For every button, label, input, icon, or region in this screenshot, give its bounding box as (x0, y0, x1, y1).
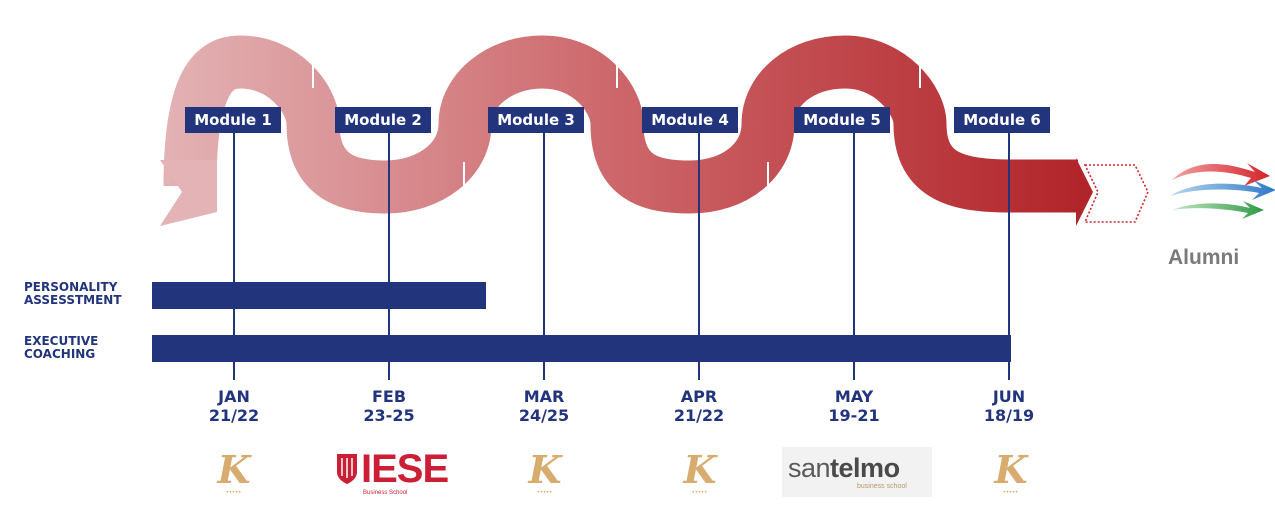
module-label-4: Module 4 (642, 107, 738, 133)
month-label: FEB (371, 387, 407, 406)
alumni-arrows-icon (1170, 163, 1275, 219)
k-glyph: K (217, 447, 251, 492)
k-dots: ••••• (226, 490, 242, 496)
connector-line-3 (543, 133, 545, 380)
date-3: MAR 24/25 (489, 387, 599, 425)
coaching-label-line1: EXECUTIVE (24, 334, 99, 348)
santelmo-logo: santelmo business school (782, 447, 932, 497)
santelmo-part2: telmo (830, 453, 900, 483)
dotted-chevron (1083, 164, 1149, 223)
month-label: JUN (992, 387, 1026, 406)
personality-label-line2: ASSESSTMENT (24, 293, 122, 307)
k-glyph: K (528, 447, 562, 492)
month-label: APR (680, 387, 718, 406)
coaching-label-line2: COACHING (24, 347, 96, 361)
santelmo-name: santelmo (788, 453, 900, 483)
date-1: JAN 21/22 (179, 387, 289, 425)
iese-subtitle: Business School (363, 490, 408, 496)
date-6: JUN 18/19 (954, 387, 1064, 425)
module-label-1: Module 1 (185, 107, 281, 133)
days-label: 23-25 (363, 406, 415, 425)
wave-tail (160, 160, 217, 226)
days-label: 19-21 (828, 406, 880, 425)
personality-label-line1: PERSONALITY (24, 280, 118, 294)
days-label: 24/25 (518, 406, 570, 425)
k-logo-3: K ••••• (515, 450, 575, 504)
k-logo-1: K ••••• (204, 450, 264, 504)
module-label-2: Module 2 (335, 107, 431, 133)
date-5: MAY 19-21 (799, 387, 909, 425)
date-2: FEB 23-25 (334, 387, 444, 425)
module-label-3: Module 3 (488, 107, 584, 133)
connector-line-6 (1008, 133, 1010, 380)
module-label-6: Module 6 (954, 107, 1050, 133)
days-label: 21/22 (208, 406, 260, 425)
k-glyph: K (683, 447, 717, 492)
iese-shield-icon (337, 454, 357, 484)
days-label: 21/22 (673, 406, 725, 425)
alumni-label: Alumni (1168, 246, 1240, 269)
month-label: MAR (523, 387, 565, 406)
coaching-track-label: EXECUTIVE COACHING (24, 335, 98, 361)
k-logo-6: K ••••• (981, 450, 1041, 504)
k-logo-4: K ••••• (670, 450, 730, 504)
wave-path (163, 35, 1078, 214)
k-dots: ••••• (1003, 490, 1019, 496)
days-label: 18/19 (983, 406, 1035, 425)
personality-assessment-bar (152, 282, 486, 309)
personality-track-label: PERSONALITY ASSESSTMENT (24, 281, 122, 307)
iese-word: IESE (361, 447, 449, 491)
santelmo-subtitle: business school (857, 483, 907, 490)
module-label-5: Module 5 (794, 107, 890, 133)
wave-arrowhead (1076, 158, 1093, 226)
wave-dividers (312, 10, 921, 222)
month-label: MAY (834, 387, 874, 406)
date-4: APR 21/22 (644, 387, 754, 425)
month-label: JAN (218, 387, 250, 406)
connector-line-5 (853, 133, 855, 380)
iese-logo: IESE Business School (333, 448, 453, 502)
connector-line-2 (388, 133, 390, 380)
k-dots: ••••• (537, 490, 553, 496)
executive-coaching-bar (152, 335, 1011, 362)
connector-line-1 (233, 133, 235, 380)
connector-line-4 (698, 133, 700, 380)
k-dots: ••••• (692, 490, 708, 496)
santelmo-part1: san (788, 453, 831, 483)
k-glyph: K (994, 447, 1028, 492)
